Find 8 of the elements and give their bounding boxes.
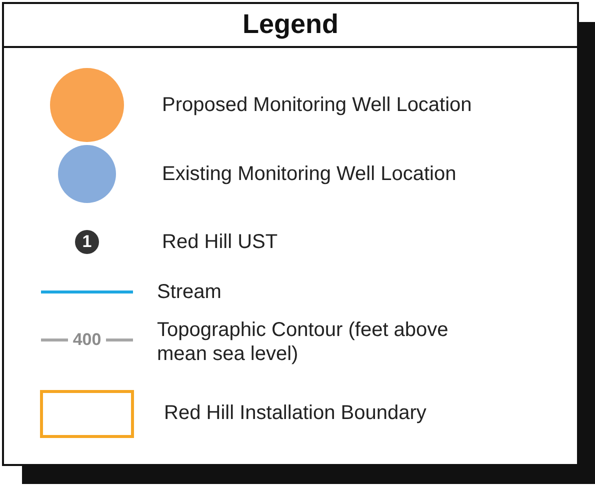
legend-text: Topographic Contour (feet above mean sea level) bbox=[157, 318, 450, 366]
legend-text: Existing Monitoring Well Location bbox=[162, 162, 458, 186]
legend-text: Red Hill Installation Boundary bbox=[164, 401, 428, 425]
number-badge: 1 bbox=[75, 230, 99, 254]
legend-text: Stream bbox=[157, 280, 222, 304]
legend-title: Legend bbox=[241, 8, 340, 41]
legend-text: Red Hill UST bbox=[162, 230, 279, 254]
legend-text: Proposed Monitoring Well Location bbox=[162, 93, 473, 117]
